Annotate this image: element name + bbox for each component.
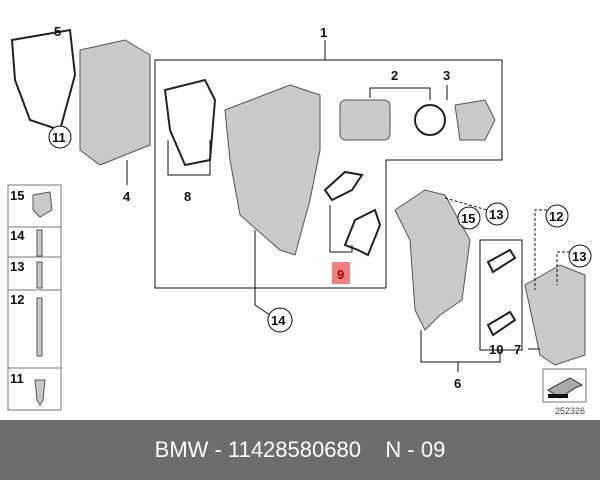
separator: - — [208, 437, 228, 462]
part-number: 11428580680 — [227, 437, 361, 462]
callout-13-b — [568, 244, 592, 268]
legend-label-13: 13 — [10, 259, 24, 274]
brand: BMW — [154, 437, 209, 462]
bolt-13-icon — [36, 261, 43, 289]
legend-label-11: 11 — [10, 371, 24, 386]
figure-number: 252326 — [555, 406, 585, 416]
callout-15 — [457, 206, 481, 230]
callout-11 — [48, 125, 72, 149]
legend-label-15: 15 — [10, 188, 24, 203]
parts-diagram: 1 5 4 11 8 2 3 9 14 6 15 13 10 7 12 — [7, 24, 592, 416]
clip-nut-15-icon — [32, 191, 53, 218]
label-5: 5 — [54, 24, 61, 39]
oil-cooler-part-4 — [79, 39, 151, 166]
label-11: 11 — [52, 130, 66, 145]
oil-filter-housing — [224, 84, 321, 256]
label-1: 1 — [320, 25, 327, 40]
view-direction-icon — [542, 368, 587, 403]
callout-13-a — [485, 202, 509, 226]
label-3: 3 — [443, 68, 450, 83]
oil-cooler-part-7 — [524, 264, 586, 366]
part-info-bar: BMW - 11428580680 N - 09 — [0, 420, 600, 480]
label-14: 14 — [271, 313, 286, 328]
callout-14 — [267, 307, 293, 333]
oil-filter-bracket-part-6 — [394, 189, 471, 331]
label-15: 15 — [461, 211, 475, 226]
label-7: 7 — [514, 342, 521, 357]
gasket-part-10b — [486, 310, 517, 337]
label-9: 9 — [337, 267, 344, 282]
fastener-legend: 15 14 13 12 11 — [7, 184, 62, 411]
position-label: N - 09 — [385, 437, 446, 462]
label-2: 2 — [391, 68, 398, 83]
label-12: 12 — [549, 209, 563, 224]
o-ring-part-2 — [414, 104, 446, 136]
gasket-part-9b — [343, 208, 382, 257]
gasket-part-9a — [323, 170, 364, 202]
label-13-b: 13 — [572, 249, 586, 264]
label-8: 8 — [184, 189, 191, 204]
highlighted-label-9-box — [332, 262, 350, 284]
assembly-1-bracket — [154, 59, 503, 289]
gasket-set-box-10 — [479, 239, 523, 351]
label-13-a: 13 — [489, 207, 503, 222]
bolt-14-icon — [36, 229, 43, 257]
gasket-part-10a — [486, 248, 517, 274]
label-6: 6 — [454, 376, 461, 391]
legend-label-12: 12 — [10, 292, 24, 307]
oil-filter-element-part-2 — [339, 99, 391, 141]
callout-12 — [545, 204, 569, 228]
label-10: 10 — [489, 342, 503, 357]
legend-label-14: 14 — [10, 228, 25, 243]
filter-cap-part-3 — [454, 99, 496, 141]
gasket-part-5 — [10, 28, 77, 132]
bolt-12-icon — [36, 297, 43, 357]
gasket-part-8 — [163, 78, 217, 167]
screw-11-icon — [34, 379, 46, 406]
label-4: 4 — [123, 189, 131, 204]
